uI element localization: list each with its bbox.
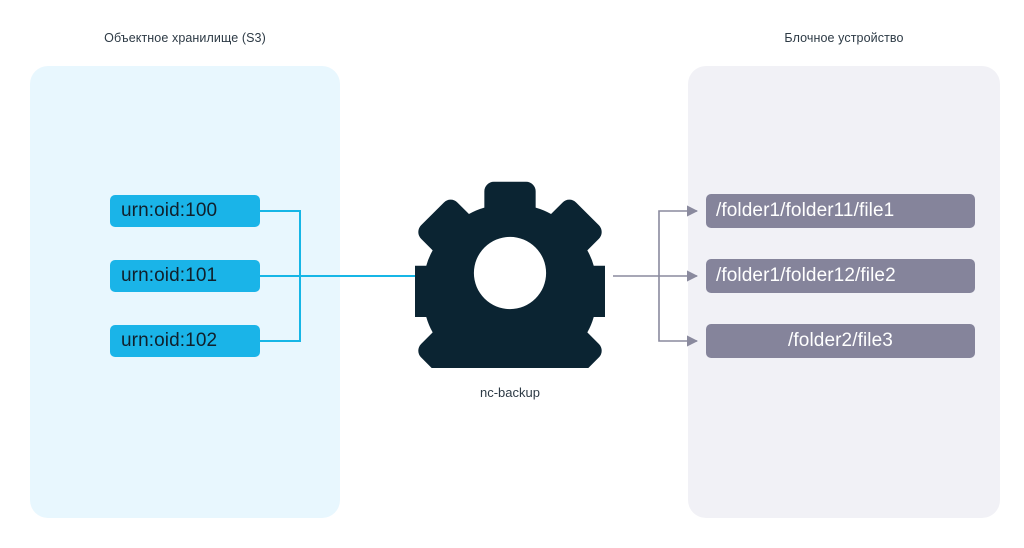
object-storage-panel-title: Объектное хранилище (S3): [104, 31, 266, 45]
destination-node-file1[interactable]: /folder1/folder11/file1: [706, 194, 975, 228]
destination-node-file3[interactable]: /folder2/file3: [706, 324, 975, 358]
wire-gear-to-file1: [658, 205, 699, 276]
nc-backup-label: nc-backup: [480, 385, 540, 400]
source-node-urn-oid-101[interactable]: urn:oid:101: [110, 260, 260, 292]
destination-wire-group: [613, 205, 699, 347]
gear-icon: [400, 181, 620, 401]
nc-backup-gear: [400, 178, 620, 401]
wire-src-102: [260, 276, 301, 342]
source-node-urn-oid-102[interactable]: urn:oid:102: [110, 325, 260, 357]
object-storage-panel: [30, 66, 340, 518]
block-device-panel-title: Блочное устройство: [784, 31, 904, 45]
source-node-urn-oid-100[interactable]: urn:oid:100: [110, 195, 260, 227]
wire-gear-to-file3: [658, 276, 699, 347]
destination-node-file2[interactable]: /folder1/folder12/file2: [706, 259, 975, 293]
wire-src-100: [260, 210, 301, 276]
source-wire-group: [260, 210, 445, 342]
